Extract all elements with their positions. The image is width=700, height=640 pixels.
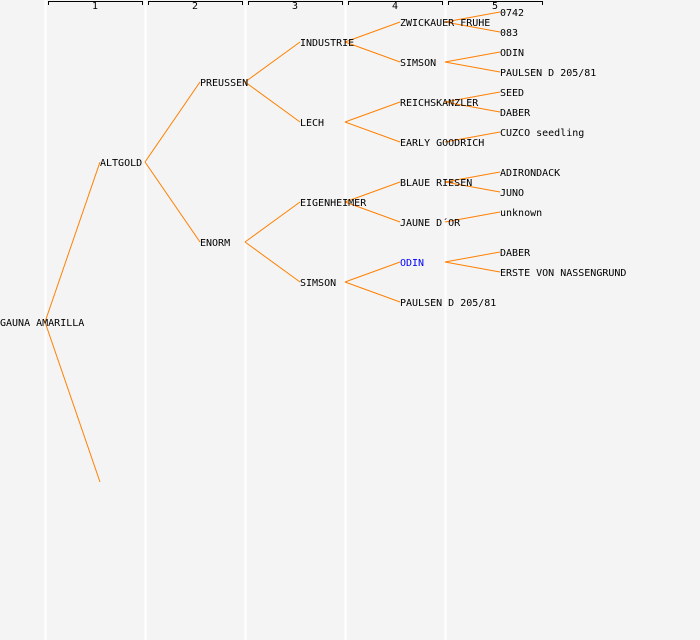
pedigree-link [244, 241, 301, 283]
ancestor-name: JUNO [500, 188, 524, 199]
pedigree-link [444, 61, 501, 73]
ancestor-name: 0742 [500, 8, 524, 19]
pedigree-link [144, 161, 201, 243]
pedigree-link [344, 261, 401, 283]
ancestor-name: DABER [500, 108, 531, 119]
column-number: 4 [392, 1, 398, 12]
pedigree-link [344, 201, 401, 223]
pedigree-link [244, 201, 301, 243]
pedigree-link [444, 131, 501, 143]
ancestor-name: ZWICKAUER FRUHE [400, 18, 490, 29]
ancestor-name: DABER [500, 248, 531, 259]
ancestor-name: JAUNE D´OR [400, 217, 461, 229]
ancestor-name: EARLY GOODRICH [400, 138, 484, 149]
pedigree-link [144, 81, 201, 163]
ancestor-name: ADIRONDACK [500, 168, 560, 179]
pedigree-link [44, 321, 101, 483]
ancestor-name: LECH [300, 118, 324, 129]
pedigree-link [444, 101, 501, 113]
pedigree-link [444, 251, 501, 263]
column-bracket [348, 1, 443, 5]
ancestor-name: ODIN [400, 258, 424, 269]
ancestor-name: ALTGOLD [100, 158, 142, 169]
column-bracket [148, 1, 243, 5]
pedigree-link [444, 21, 501, 33]
pedigree-link [344, 41, 401, 63]
pedigree-link [444, 91, 501, 103]
pedigree-link [444, 51, 501, 63]
ancestor-name: SEED [500, 88, 524, 99]
ancestor-name: 083 [500, 28, 518, 39]
column-number: 3 [292, 1, 298, 12]
pedigree-link [444, 211, 501, 223]
ancestor-name: CUZCO seedling [500, 128, 584, 139]
column-number: 2 [192, 1, 198, 12]
pedigree-link [344, 21, 401, 43]
ancestor-name: ERSTE VON NASSENGRUND [500, 268, 626, 279]
ancestor-name: SIMSON [400, 58, 436, 69]
pedigree-link [344, 281, 401, 303]
ancestor-name: unknown [500, 208, 542, 219]
pedigree-link [344, 101, 401, 123]
ancestor-name: ODIN [500, 48, 524, 59]
column-number: 5 [492, 1, 498, 12]
column-bracket [48, 1, 143, 5]
ancestor-name: INDUSTRIE [300, 38, 354, 49]
ancestor-name: BLAUE RIESEN [400, 178, 472, 189]
ancestor-name: PREUSSEN [200, 78, 248, 89]
column-bracket [248, 1, 343, 5]
ancestor-name: PAULSEN D 205/81 [400, 298, 496, 309]
ancestor-name: REICHSKANZLER [400, 98, 479, 109]
pedigree-link [244, 81, 301, 123]
ancestor-name: SIMSON [300, 278, 336, 289]
ancestor-name: EIGENHEIMER [300, 198, 367, 209]
column-bracket [448, 1, 543, 5]
pedigree-link [444, 181, 501, 193]
ancestor-name: GAUNA AMARILLA [0, 318, 84, 329]
ancestor-name: ENORM [200, 238, 230, 249]
ancestor-name: PAULSEN D 205/81 [500, 68, 596, 79]
pedigree-link [444, 11, 501, 23]
pedigree-link [244, 41, 301, 83]
pedigree-link [344, 121, 401, 143]
pedigree-link [444, 171, 501, 183]
pedigree-link [344, 181, 401, 203]
pedigree-link [444, 261, 501, 273]
pedigree-link [44, 161, 101, 323]
column-number: 1 [92, 1, 98, 12]
